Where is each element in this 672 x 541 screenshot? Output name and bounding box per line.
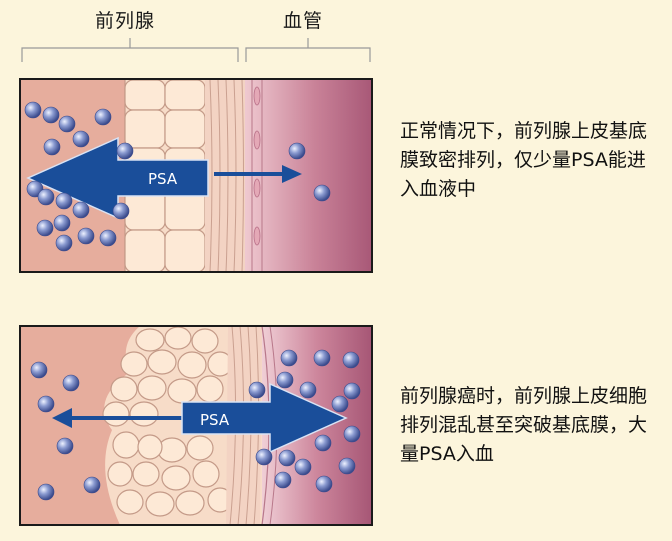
psa-arrow-label-bottom: PSA <box>200 411 230 429</box>
psa-arrow-right-small <box>214 165 302 183</box>
psa-arrow-right-big <box>181 382 348 454</box>
prostate-bracket <box>21 38 239 62</box>
psa-molecules-top <box>24 101 331 252</box>
prostate-label: 前列腺 <box>95 10 156 32</box>
psa-molecules-bottom <box>30 349 361 501</box>
blood-vessel-label: 血管 <box>283 10 324 32</box>
cancer-panel: PSA <box>19 325 373 526</box>
normal-caption: 正常情况下，前列腺上皮基底膜致密排列，仅少量PSA能进入血液中 <box>400 120 648 200</box>
cancer-caption: 前列腺癌时，前列腺上皮细胞排列混乱甚至突破基底膜，大量PSA入血 <box>400 385 648 465</box>
blood-vessel-bracket <box>245 38 371 62</box>
normal-panel: PSA <box>19 78 373 273</box>
psa-arrow-label: PSA <box>148 170 178 188</box>
psa-arrow-left-thin <box>52 408 182 428</box>
psa-arrow-left <box>26 136 209 220</box>
